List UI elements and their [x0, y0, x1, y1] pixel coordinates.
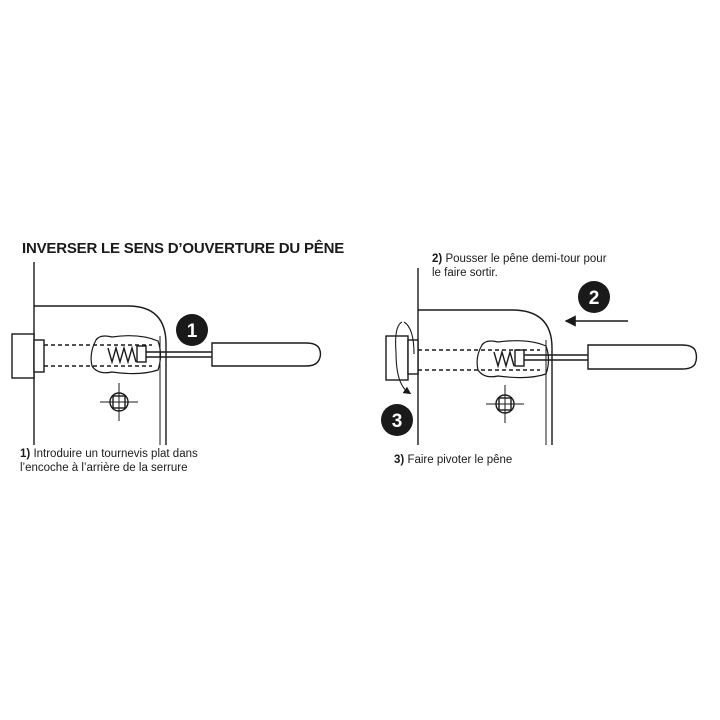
spring-coil	[493, 349, 515, 369]
lock-case-outline	[418, 309, 553, 445]
latch-head-block	[11, 333, 35, 379]
step-1-badge: 1	[176, 314, 208, 346]
spring-slider	[136, 345, 147, 363]
rotation-arrow-back	[403, 321, 415, 355]
latch-neck-block	[407, 339, 419, 375]
step-2-caption: 2) Pousser le pêne demi-tour pour le fai…	[432, 252, 607, 280]
spring-coil	[107, 345, 137, 365]
lock-right-illustration	[385, 268, 698, 445]
step-3-prefix: 3)	[394, 454, 405, 466]
step-2-prefix: 2)	[432, 253, 443, 265]
screwdriver-handle	[211, 342, 322, 367]
step-3-badge: 3	[381, 404, 413, 436]
spring-slider	[514, 349, 525, 367]
step-3-caption: 3) Faire pivoter le pêne	[394, 453, 512, 467]
step-1-number: 1	[187, 321, 198, 342]
step-1-text-line-2: l’encoche à l’arrière de la serrure	[20, 462, 188, 474]
step-2-badge: 2	[578, 281, 610, 313]
latch-neck-block	[33, 339, 45, 373]
step-1-prefix: 1)	[20, 448, 31, 460]
latch-head-block	[385, 335, 409, 381]
lock-left-illustration	[11, 262, 322, 445]
screwdriver-handle	[587, 344, 698, 370]
step-2-text-line-1: Pousser le pêne demi-tour pour	[445, 253, 607, 265]
step-1-text-line-1: Introduire un tournevis plat dans	[33, 448, 198, 460]
rotation-arrow	[395, 321, 412, 395]
step-3-text: Faire pivoter le pêne	[407, 454, 513, 466]
diagram-title: INVERSER LE SENS D’OUVERTURE DU PÊNE	[22, 240, 345, 257]
step-1-caption: 1) Introduire un tournevis plat dans l’e…	[20, 447, 198, 475]
cutaway-window	[90, 335, 162, 375]
lock-case-outline	[34, 305, 167, 445]
step-3-number: 3	[392, 411, 403, 432]
step-2-number: 2	[589, 288, 600, 309]
step-2-text-line-2: le faire sortir.	[432, 267, 498, 279]
cutaway-window	[476, 340, 550, 379]
